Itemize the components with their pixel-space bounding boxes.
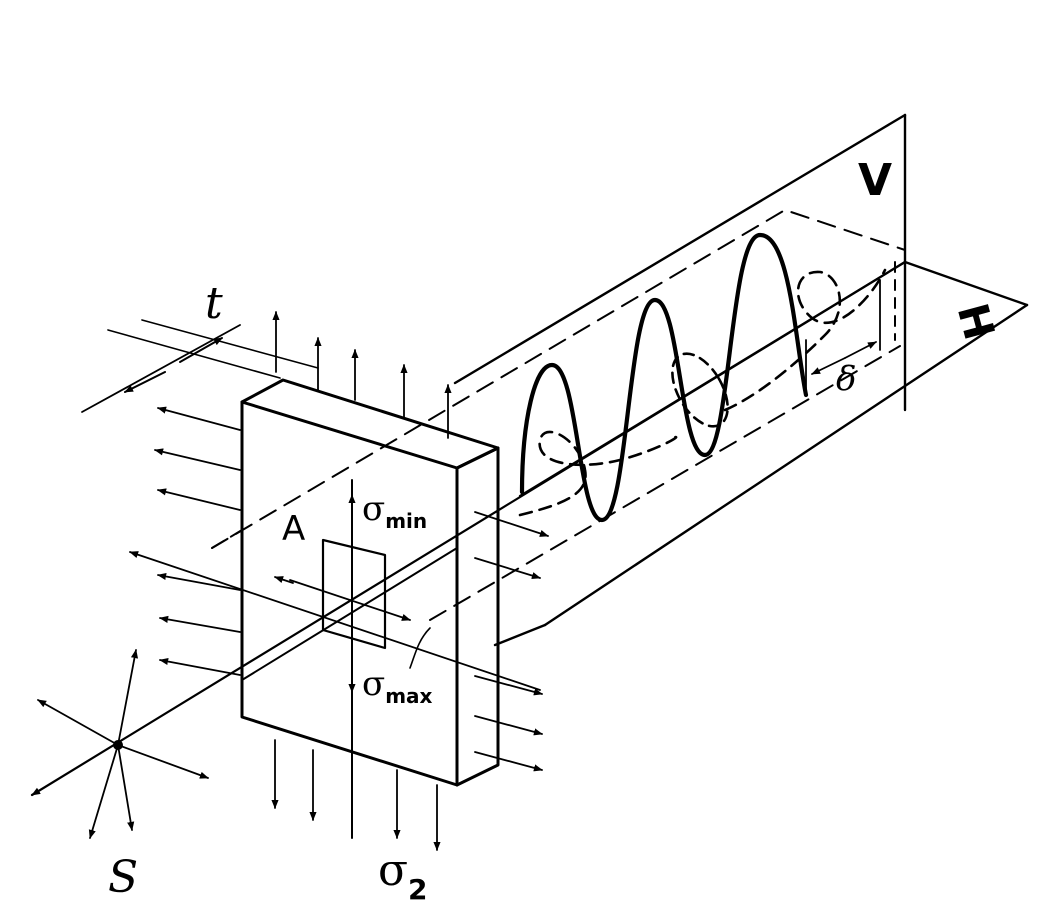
stress-arrows-left — [154, 406, 241, 676]
label-a: A — [282, 509, 305, 549]
stress-arrows-right — [474, 511, 549, 772]
label-sigma-2: σ2 — [378, 845, 428, 906]
vertical-sine-wave — [519, 232, 809, 523]
stress-arrows-bottom — [271, 739, 441, 851]
crystal-plate — [240, 378, 500, 787]
area-a-rectangle — [321, 538, 387, 650]
label-sigma-max: σmax — [362, 664, 433, 708]
thickness-t-indicator — [81, 319, 319, 413]
label-t: t — [205, 278, 223, 329]
stress-arrows-top — [272, 311, 452, 439]
label-delta: δ — [836, 359, 856, 399]
dashed-frame-left-stub — [211, 529, 243, 549]
label-s: S — [108, 852, 138, 903]
propagation-axis — [30, 260, 907, 797]
polarization-directions — [129, 479, 541, 839]
source-s-star — [37, 649, 209, 839]
label-sigma-min: σmin — [362, 489, 427, 533]
horizontal-plane-h — [493, 260, 1029, 647]
delta-indicator — [805, 279, 881, 396]
axis-through-plate — [241, 547, 458, 681]
dashed-horizontal-wave — [518, 268, 887, 517]
label-v: V — [858, 155, 892, 206]
label-h: H — [948, 298, 1004, 345]
dashed-vertical-frame — [211, 209, 906, 621]
